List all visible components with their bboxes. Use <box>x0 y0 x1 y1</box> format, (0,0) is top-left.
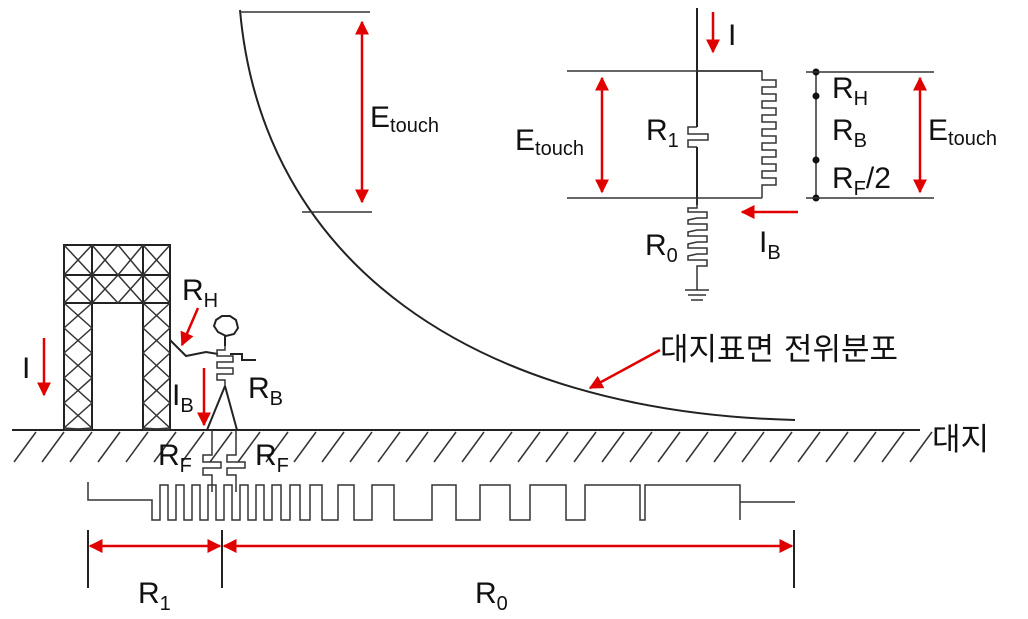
circuit-r0-resistor <box>687 198 708 272</box>
person <box>169 315 256 361</box>
circuit-current-label: I <box>728 19 736 52</box>
circuit-rb-label: RB <box>832 114 867 152</box>
breakdown-dot-3 <box>812 156 820 164</box>
breakdown-dot-2 <box>812 92 820 100</box>
r0-label: R0 <box>475 577 508 615</box>
r1-label: R1 <box>138 577 171 615</box>
potential-curve <box>239 9 796 421</box>
foot-resistance-label-left: RF <box>158 439 192 477</box>
circuit-r0-label: R0 <box>645 229 678 267</box>
foot-resistor-right <box>226 430 246 492</box>
circuit-series-resistor <box>697 70 777 198</box>
body-resistor <box>216 346 234 386</box>
ground-hatching <box>13 431 933 463</box>
foot-resistance-label-right: RF <box>255 439 289 477</box>
earth-resistance-waveform <box>87 482 795 521</box>
foot-resistor-left <box>202 430 222 492</box>
tower-lattice <box>63 244 171 431</box>
touch-voltage-label-left: Etouch <box>370 101 439 137</box>
body-current-label: IB <box>172 379 194 417</box>
circuit-r1-label: R1 <box>646 114 679 152</box>
equivalent-circuit: I IB Etouch R1 R0 RH RB RF/2 Etouch <box>515 8 997 301</box>
hand-resistance-label: RH <box>182 274 218 312</box>
person-legs <box>206 385 238 431</box>
ground-label: 대지 <box>932 422 989 458</box>
circuit-rf-half-label: RF/2 <box>832 162 891 200</box>
tower-current-label: I <box>22 352 30 385</box>
circuit-r1-resistor <box>687 126 709 148</box>
surface-potential-pointer <box>588 348 661 390</box>
body-resistance-label: RB <box>248 372 283 410</box>
circuit-body-current-label: IB <box>759 226 781 264</box>
circuit-touch-label-right: Etouch <box>928 114 997 150</box>
circuit-ground-symbol <box>685 272 709 301</box>
hand-resistance-arrow <box>180 307 200 347</box>
circuit-touch-label-left: Etouch <box>515 124 584 160</box>
ground-surface-potential-label: 대지표면 전위분포 <box>660 332 898 368</box>
circuit-rh-label: RH <box>832 72 868 110</box>
